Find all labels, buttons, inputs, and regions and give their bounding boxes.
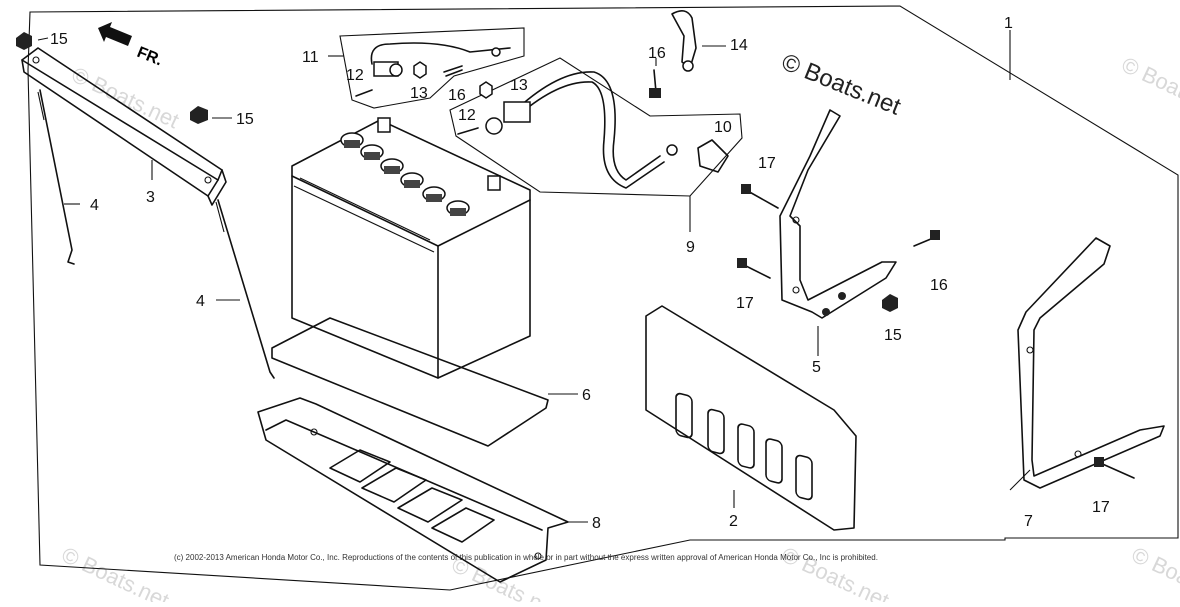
- callout-11: 11: [302, 49, 319, 66]
- bolt-16-right: [913, 230, 940, 247]
- bolt-17-a: [741, 184, 779, 209]
- callout-labels: 15 15 3 4 4 6 8 2 1 7 17 5 15 16 17 17 9…: [50, 15, 1110, 532]
- callout-17: 17: [736, 295, 754, 312]
- callout-3: 3: [146, 189, 155, 206]
- callout-10: 10: [714, 119, 732, 136]
- front-direction-arrow: FR.: [98, 22, 165, 69]
- callout-8: 8: [592, 515, 601, 532]
- callout-13: 13: [510, 77, 528, 94]
- nut-15-right: [882, 294, 898, 312]
- callout-15: 15: [236, 111, 254, 128]
- part-6-battery-mat: [271, 317, 549, 447]
- callout-17: 17: [758, 155, 776, 172]
- watermark: © Boats.net: [1128, 542, 1180, 602]
- watermark-group: © Boats.net © Boats.net © Boats.net © Bo…: [58, 52, 1180, 607]
- part-5-bracket: [779, 109, 897, 319]
- part-4-rod-right: [215, 199, 275, 379]
- part-9-cable: [443, 57, 743, 197]
- callout-17: 17: [1092, 499, 1110, 516]
- battery: [291, 117, 531, 379]
- callout-7: 7: [1024, 513, 1033, 530]
- callout-9: 9: [686, 239, 695, 256]
- boats-net-watermark: © Boats.net: [778, 49, 905, 121]
- bolt-17-c: [1094, 457, 1135, 479]
- part-8-battery-tray: [257, 397, 569, 583]
- front-label: FR.: [135, 44, 165, 69]
- copyright-notice: (c) 2002-2013 American Honda Motor Co., …: [174, 553, 878, 562]
- part-3-setting-plate: [21, 47, 227, 206]
- nut-15-mid: [190, 106, 208, 124]
- callout-16: 16: [648, 45, 666, 62]
- callout-15: 15: [50, 31, 68, 48]
- leader-lines: [37, 30, 1031, 523]
- part-11-cable: [339, 27, 525, 109]
- assembly-frame: [27, 5, 1179, 591]
- watermark: © Boats.net: [1118, 52, 1180, 123]
- callout-2: 2: [729, 513, 738, 530]
- callout-12: 12: [458, 107, 476, 124]
- callout-4: 4: [90, 197, 99, 214]
- part-4-rod-left: [37, 89, 75, 265]
- callout-16: 16: [448, 87, 466, 104]
- part-2-cover-panel: [645, 305, 857, 531]
- callout-6: 6: [582, 387, 591, 404]
- bolt-16-top: [649, 69, 661, 98]
- callout-1: 1: [1004, 15, 1013, 32]
- callout-4: 4: [196, 293, 205, 310]
- callout-13: 13: [410, 85, 428, 102]
- callout-14: 14: [730, 37, 748, 54]
- callout-5: 5: [812, 359, 821, 376]
- callout-12: 12: [346, 67, 364, 84]
- callout-16: 16: [930, 277, 948, 294]
- watermark: © Boats.net: [778, 542, 893, 602]
- bolt-17-b: [737, 258, 771, 279]
- callout-15: 15: [884, 327, 902, 344]
- part-7-bracket: [1017, 237, 1165, 489]
- part-10-terminal-cover: [697, 139, 729, 173]
- part-14-strap: [671, 10, 697, 72]
- nut-15-top: [16, 32, 32, 50]
